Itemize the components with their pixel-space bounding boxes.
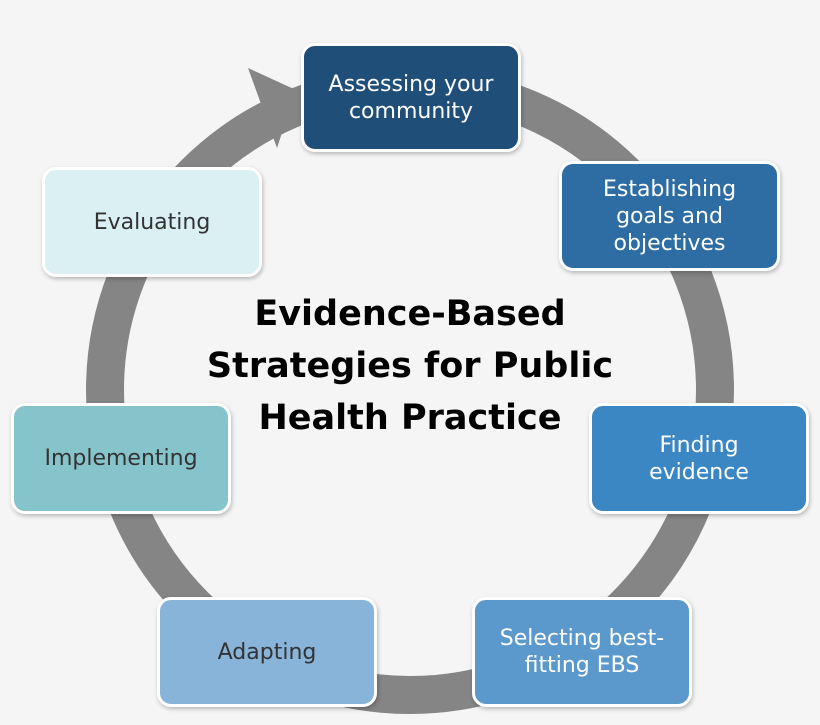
step-adapting: Adapting — [157, 597, 377, 707]
step-assessing-community: Assessing your community — [301, 43, 521, 152]
diagram-title: Evidence-Based Strategies for Public Hea… — [206, 294, 614, 438]
cycle-arrowhead-icon — [248, 68, 296, 148]
step-selecting-ebs: Selecting best- fitting EBS — [472, 597, 692, 707]
step-establishing-goals: Establishing goals and objectives — [559, 161, 780, 271]
step-evaluating: Evaluating — [42, 167, 262, 277]
step-implementing: Implementing — [11, 403, 231, 514]
step-finding-evidence: Finding evidence — [589, 403, 809, 514]
